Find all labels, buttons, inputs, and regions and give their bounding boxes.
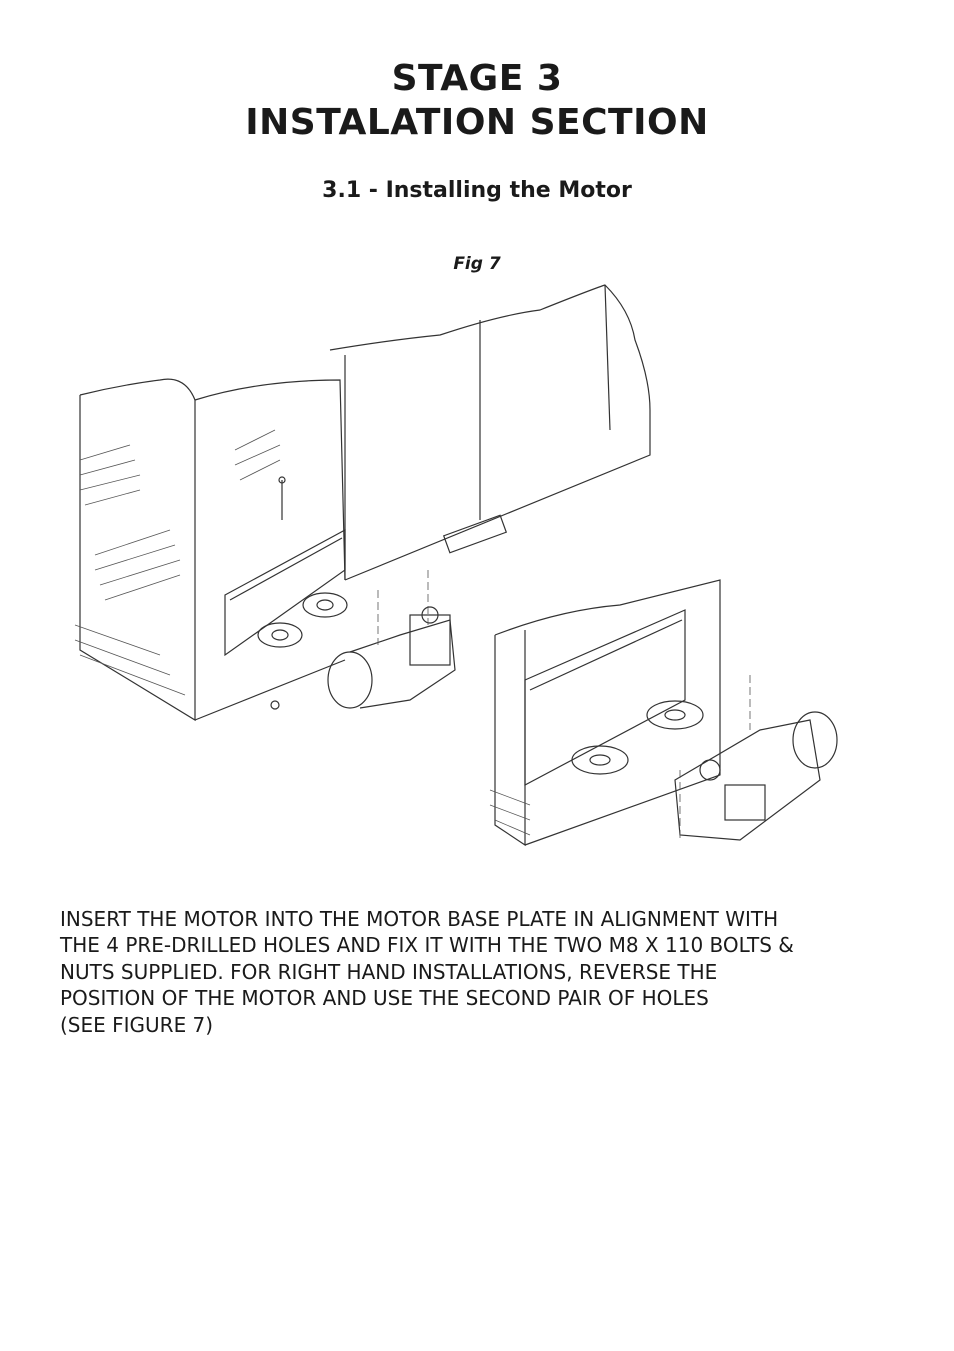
instruction-line: THE 4 PRE-DRILLED HOLES AND FIX IT WITH …: [60, 933, 794, 958]
section-title: INSTALATION SECTION: [245, 102, 709, 143]
instruction-line: POSITION OF THE MOTOR AND USE THE SECOND…: [60, 986, 709, 1011]
stage-title: STAGE 3: [391, 58, 563, 99]
figure-caption: Fig 7: [453, 254, 501, 274]
instruction-paragraph: INSERT THE MOTOR INTO THE MOTOR BASE PLA…: [60, 906, 900, 1038]
instruction-line: (SEE FIGURE 7): [60, 1012, 214, 1037]
gate-motor-illustration: [74, 284, 838, 847]
instruction-line: INSERT THE MOTOR INTO THE MOTOR BASE PLA…: [60, 907, 779, 931]
instruction-line: NUTS SUPPLIED. FOR RIGHT HAND INSTALLATI…: [60, 959, 718, 984]
subsection-title: 3.1 - Installing the Motor: [322, 178, 632, 203]
